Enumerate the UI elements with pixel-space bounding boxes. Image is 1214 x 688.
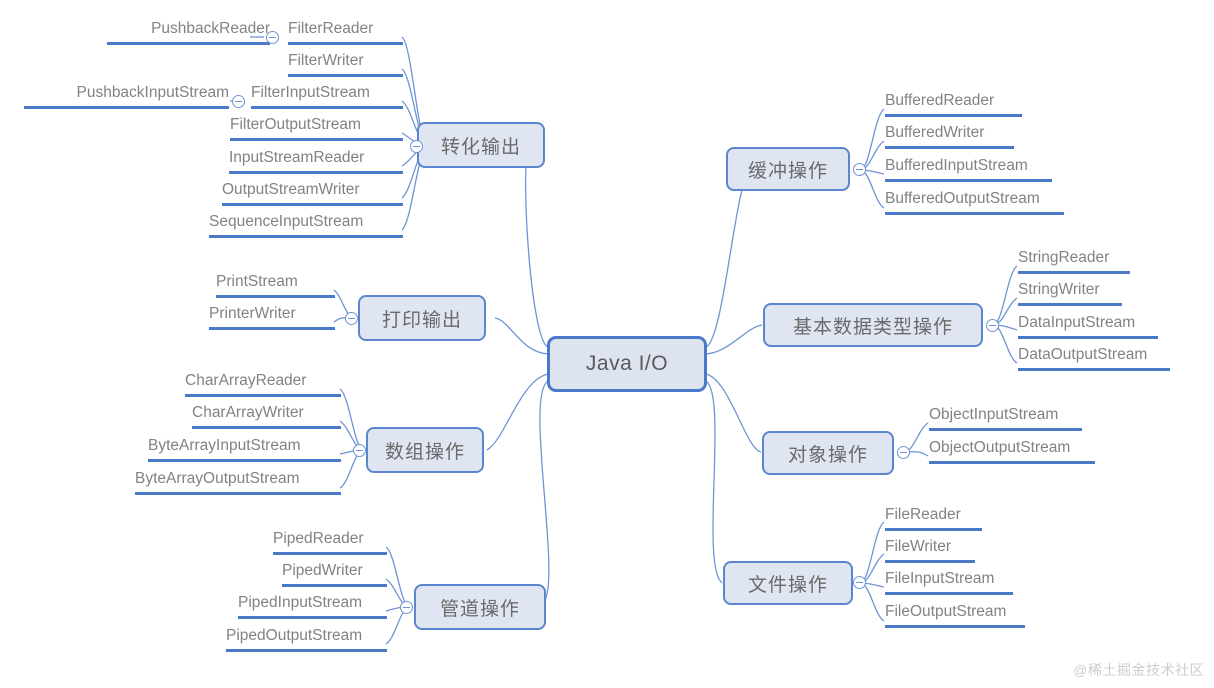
- leaf-node[interactable]: FileInputStream: [885, 568, 1013, 595]
- leaf-node[interactable]: PrintStream: [216, 271, 335, 298]
- collapse-toggle-pushback-reader[interactable]: [266, 31, 279, 44]
- leaf-node[interactable]: BufferedWriter: [885, 122, 1014, 149]
- leaf-node[interactable]: ObjectOutputStream: [929, 437, 1095, 464]
- collapse-toggle-print-output[interactable]: [345, 312, 358, 325]
- leaf-node[interactable]: BufferedReader: [885, 90, 1022, 117]
- category-node-primitive-data-ops[interactable]: 基本数据类型操作: [763, 303, 983, 347]
- leaf-node[interactable]: BufferedInputStream: [885, 155, 1052, 182]
- leaf-node[interactable]: FilterInputStream: [251, 82, 403, 109]
- leaf-node[interactable]: FilterOutputStream: [230, 114, 403, 141]
- leaf-node[interactable]: PushbackReader: [107, 18, 270, 45]
- collapse-toggle-array-ops[interactable]: [353, 444, 366, 457]
- category-label: 对象操作: [787, 444, 868, 466]
- collapse-toggle-pipe-ops[interactable]: [400, 601, 413, 614]
- leaf-node[interactable]: FileWriter: [885, 536, 975, 563]
- leaf-node[interactable]: CharArrayReader: [185, 370, 341, 397]
- category-label: 管道操作: [439, 598, 520, 620]
- category-label: 打印输出: [381, 309, 462, 331]
- leaf-node[interactable]: ByteArrayInputStream: [148, 435, 341, 462]
- category-label: 转化输出: [440, 136, 521, 158]
- leaf-node[interactable]: PushbackInputStream: [24, 82, 229, 109]
- leaf-node[interactable]: PipedReader: [273, 528, 387, 555]
- category-label: 基本数据类型操作: [792, 316, 953, 338]
- category-label: 文件操作: [747, 574, 828, 596]
- category-label: 数组操作: [384, 441, 465, 463]
- leaf-node[interactable]: OutputStreamWriter: [222, 179, 403, 206]
- leaf-node[interactable]: FileReader: [885, 504, 982, 531]
- category-node-transform-output[interactable]: 转化输出: [417, 122, 545, 168]
- collapse-toggle-object-ops[interactable]: [897, 446, 910, 459]
- leaf-node[interactable]: PrinterWriter: [209, 303, 335, 330]
- root-node-label: Java I/O: [585, 352, 669, 375]
- category-node-file-ops[interactable]: 文件操作: [723, 561, 853, 605]
- leaf-node[interactable]: FileOutputStream: [885, 601, 1025, 628]
- category-node-pipe-ops[interactable]: 管道操作: [414, 584, 546, 630]
- watermark: @稀土掘金技术社区: [1073, 662, 1204, 678]
- leaf-node[interactable]: BufferedOutputStream: [885, 188, 1064, 215]
- leaf-node[interactable]: InputStreamReader: [229, 147, 403, 174]
- leaf-node[interactable]: StringWriter: [1018, 279, 1122, 306]
- collapse-toggle-transform-output[interactable]: [410, 140, 423, 153]
- leaf-node[interactable]: DataOutputStream: [1018, 344, 1170, 371]
- collapse-toggle-file-ops[interactable]: [853, 576, 866, 589]
- leaf-node[interactable]: SequenceInputStream: [209, 211, 403, 238]
- collapse-toggle-primitive-data-ops[interactable]: [986, 319, 999, 332]
- category-node-object-ops[interactable]: 对象操作: [762, 431, 894, 475]
- category-node-buffered-ops[interactable]: 缓冲操作: [726, 147, 850, 191]
- collapse-toggle-pushback-input-stream[interactable]: [232, 95, 245, 108]
- leaf-node[interactable]: DataInputStream: [1018, 312, 1158, 339]
- category-node-print-output[interactable]: 打印输出: [358, 295, 486, 341]
- leaf-node[interactable]: PipedWriter: [282, 560, 387, 587]
- leaf-node[interactable]: ObjectInputStream: [929, 404, 1082, 431]
- leaf-node[interactable]: StringReader: [1018, 247, 1130, 274]
- category-node-array-ops[interactable]: 数组操作: [366, 427, 484, 473]
- leaf-node[interactable]: CharArrayWriter: [192, 402, 341, 429]
- category-label: 缓冲操作: [747, 160, 828, 182]
- root-node-java-io[interactable]: Java I/O: [547, 336, 707, 392]
- collapse-toggle-buffered-ops[interactable]: [853, 163, 866, 176]
- leaf-node[interactable]: PipedOutputStream: [226, 625, 387, 652]
- leaf-node[interactable]: ByteArrayOutputStream: [135, 468, 341, 495]
- leaf-node[interactable]: FilterReader: [288, 18, 403, 45]
- leaf-node[interactable]: PipedInputStream: [238, 592, 387, 619]
- leaf-node[interactable]: FilterWriter: [288, 50, 403, 77]
